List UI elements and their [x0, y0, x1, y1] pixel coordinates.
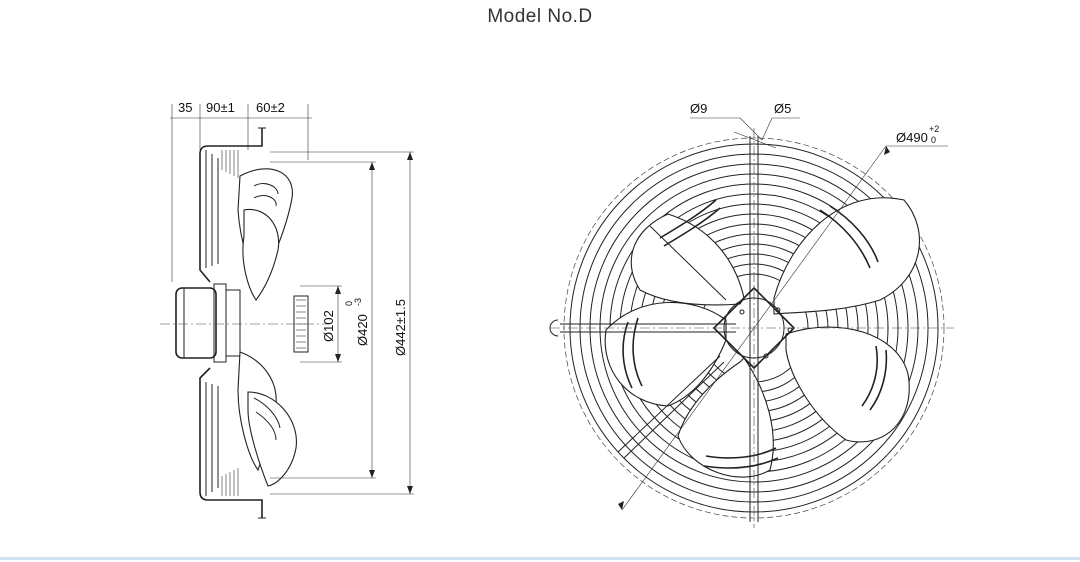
- dim-depth-middle: 90±1: [206, 100, 235, 115]
- front-dims: Ø9 Ø5 Ø490 +2 0: [618, 101, 948, 511]
- bottom-rule: [0, 557, 1080, 560]
- dim-blade-tol-upper: 0: [344, 301, 354, 306]
- page-title: Model No.D: [487, 6, 593, 27]
- dim-wire: Ø5: [774, 101, 791, 116]
- side-diameter-dims: Ø102 Ø420 0 -3 Ø442±1.5: [270, 151, 414, 495]
- dim-blade-diameter: Ø420: [355, 314, 370, 346]
- side-motor: [175, 283, 309, 363]
- dim-guard-tol-upper: +2: [929, 124, 939, 134]
- dim-mount-hole: Ø9: [690, 101, 707, 116]
- dim-guard-diameter: Ø490: [896, 130, 928, 145]
- dim-depth-rear: 60±2: [256, 100, 285, 115]
- dim-guard-tol-lower: 0: [931, 135, 936, 145]
- front-struts: [549, 136, 759, 522]
- front-blades: [604, 197, 920, 478]
- dim-hub-diameter: Ø102: [321, 310, 336, 342]
- front-view: Ø9 Ø5 Ø490 +2 0: [549, 101, 954, 528]
- dim-overall-diameter: Ø442±1.5: [393, 299, 408, 356]
- side-view: 35 90±1 60±2: [160, 100, 414, 519]
- depth-dimension-chain: 35 90±1 60±2: [170, 100, 312, 282]
- side-guard-frame: [199, 127, 266, 519]
- dim-blade-tol-lower: -3: [353, 298, 363, 306]
- side-blades: [237, 168, 297, 487]
- dim-depth-front: 35: [178, 100, 192, 115]
